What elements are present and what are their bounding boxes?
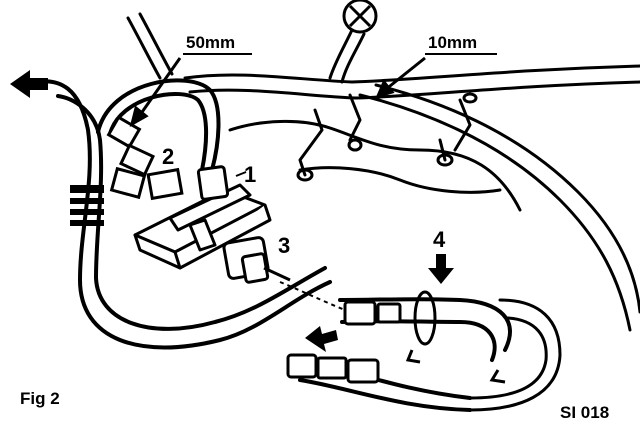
engine-structure — [126, 12, 640, 412]
figure-caption: Fig 2 — [20, 389, 60, 408]
dimension-label-50mm: 50mm — [186, 33, 235, 52]
lower-fittings — [286, 300, 402, 384]
dimension-arrow-50mm-icon — [129, 57, 182, 128]
lower-hose — [298, 297, 512, 412]
fitting-chain — [106, 115, 184, 201]
bolt-head-icon — [342, 0, 378, 34]
callout-4: 4 — [433, 227, 446, 252]
callout-1: 1 — [244, 162, 256, 187]
leader-line-1 — [235, 171, 247, 177]
callout-2: 2 — [162, 144, 174, 169]
hose-clamp — [405, 290, 506, 384]
indicator-arrow-lower-icon — [305, 326, 338, 352]
dashed-flow-path — [279, 281, 346, 311]
hose-bands — [70, 185, 104, 226]
figure-code: SI 018 — [560, 403, 609, 422]
upper-loop-hose — [96, 78, 221, 172]
callout-3: 3 — [278, 233, 290, 258]
indicator-arrow-4-icon — [428, 254, 454, 284]
fitting-3 — [240, 252, 291, 284]
dimension-arrow-10mm-icon — [375, 56, 426, 99]
dimension-label-10mm: 10mm — [428, 33, 477, 52]
flow-arrow-icon — [10, 70, 48, 98]
